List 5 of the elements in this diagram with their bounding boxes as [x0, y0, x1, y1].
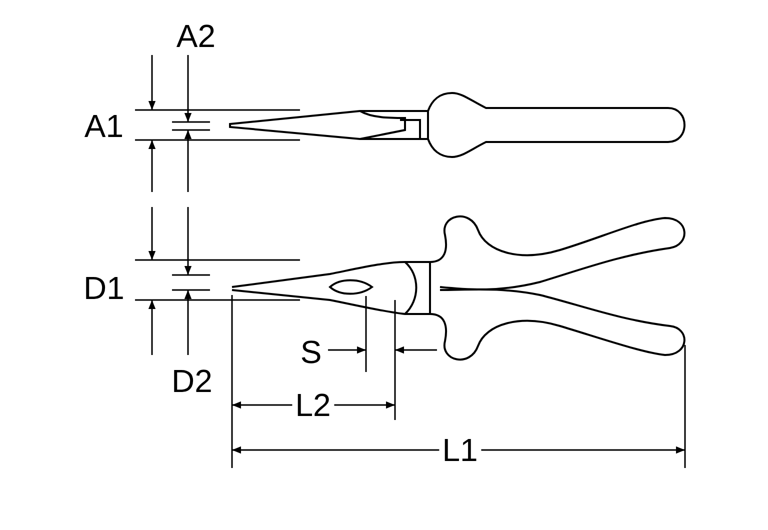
dimension-label: S	[300, 336, 322, 368]
dimension-label: D2	[172, 365, 212, 397]
dimension-label: D1	[84, 272, 124, 304]
dimension-label: A2	[176, 20, 216, 52]
dimension-label: A1	[84, 110, 124, 142]
